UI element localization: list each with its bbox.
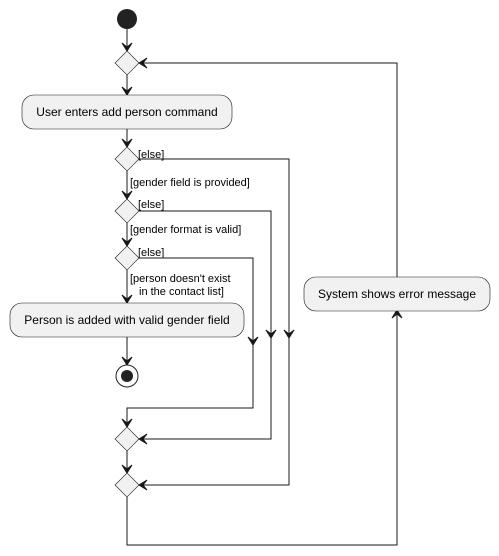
arrowhead [121,294,133,304]
merge-diamond-a [114,426,140,452]
edge-merge-b-to-error [126,311,398,546]
arrowhead [121,356,133,366]
guard-gender-provided: [gender field is provided] [130,177,250,189]
arrowhead [391,309,403,319]
action-person-added-label: Person is added with valid gender field [24,313,229,327]
edge-else-1-path [139,158,290,486]
arrowhead [121,464,133,474]
guard-gender-valid: [gender format is valid] [130,224,241,236]
arrowhead [247,336,259,346]
guard-person-not-exist-line1: [person doesn't exist [130,273,231,285]
decision-gender-provided [114,146,140,172]
arrowhead [121,190,133,200]
guard-person-not-exist-line2: in the contact list] [139,286,224,298]
end-node-core [121,370,133,382]
arrowhead [138,479,148,491]
decision-gender-valid [114,198,140,224]
merge-diamond-b [114,472,140,498]
arrowhead [121,42,133,52]
arrowhead [265,329,277,339]
arrowhead [121,237,133,247]
guard-else-3: [else] [138,247,164,259]
action-show-error-label: System shows error message [318,287,476,301]
arrowhead [121,86,133,96]
start-node [117,9,137,29]
arrowhead [283,329,295,339]
arrowhead [121,138,133,148]
edge-error-to-loop [139,62,398,277]
action-enter-command-label: User enters add person command [36,105,217,119]
arrowhead [138,433,148,445]
arrowhead [138,57,148,69]
arrowhead [121,418,133,428]
edge-else-2-path [139,210,272,440]
guard-else-2: [else] [138,199,164,211]
decision-person-not-exist [114,245,140,271]
loop-merge-diamond [114,50,140,76]
guard-else-1: [else] [138,149,164,161]
edge-else-3-path [126,257,254,426]
